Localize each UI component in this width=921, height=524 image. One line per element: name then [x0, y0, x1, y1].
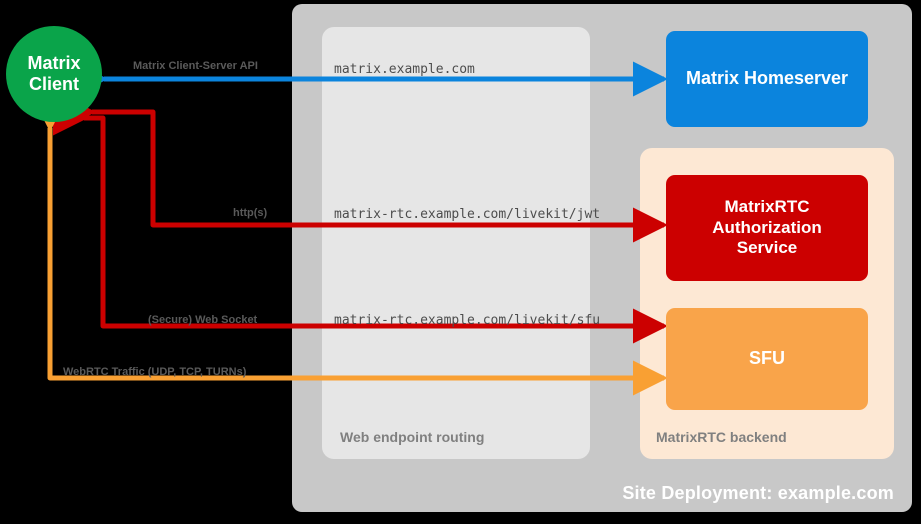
node-matrix-client-line2: Client	[28, 74, 79, 94]
edge-label-client-server-api: Matrix Client-Server API	[133, 60, 258, 72]
edge-label-webrtc-traffic: WebRTC Traffic (UDP, TCP, TURNs)	[63, 366, 247, 378]
url-label-matrix-example-com: matrix.example.com	[334, 62, 475, 77]
url-label-livekit-sfu: matrix-rtc.example.com/livekit/sfu	[334, 313, 601, 328]
node-auth-line3: Service	[736, 238, 798, 258]
node-matrix-homeserver-label: Matrix Homeserver	[685, 68, 849, 89]
site-deployment-label: Site Deployment: example.com	[622, 483, 894, 503]
edge-label-secure-web-socket: (Secure) Web Socket	[148, 314, 258, 326]
edge-livekit-sfu	[53, 100, 669, 344]
node-matrix-homeserver[interactable]: Matrix Homeserver	[666, 31, 868, 127]
node-auth-line1: MatrixRTC	[724, 197, 810, 217]
node-matrix-client[interactable]: Matrix Client	[6, 26, 102, 122]
url-label-livekit-jwt: matrix-rtc.example.com/livekit/jwt	[334, 207, 601, 222]
node-matrix-client-line1: Matrix	[27, 53, 81, 74]
node-auth-line2: Authorization	[712, 217, 822, 237]
node-sfu[interactable]: SFU	[666, 308, 868, 410]
edge-label-http-s: http(s)	[233, 207, 268, 219]
node-sfu-label: SFU	[749, 348, 785, 369]
web-endpoint-routing-label: Web endpoint routing	[340, 429, 485, 445]
edge-webrtc-traffic	[32, 97, 669, 396]
matrixrtc-backend-label: MatrixRTC backend	[656, 429, 787, 445]
node-matrixrtc-authorization-service[interactable]: MatrixRTC Authorization Service	[666, 175, 868, 281]
